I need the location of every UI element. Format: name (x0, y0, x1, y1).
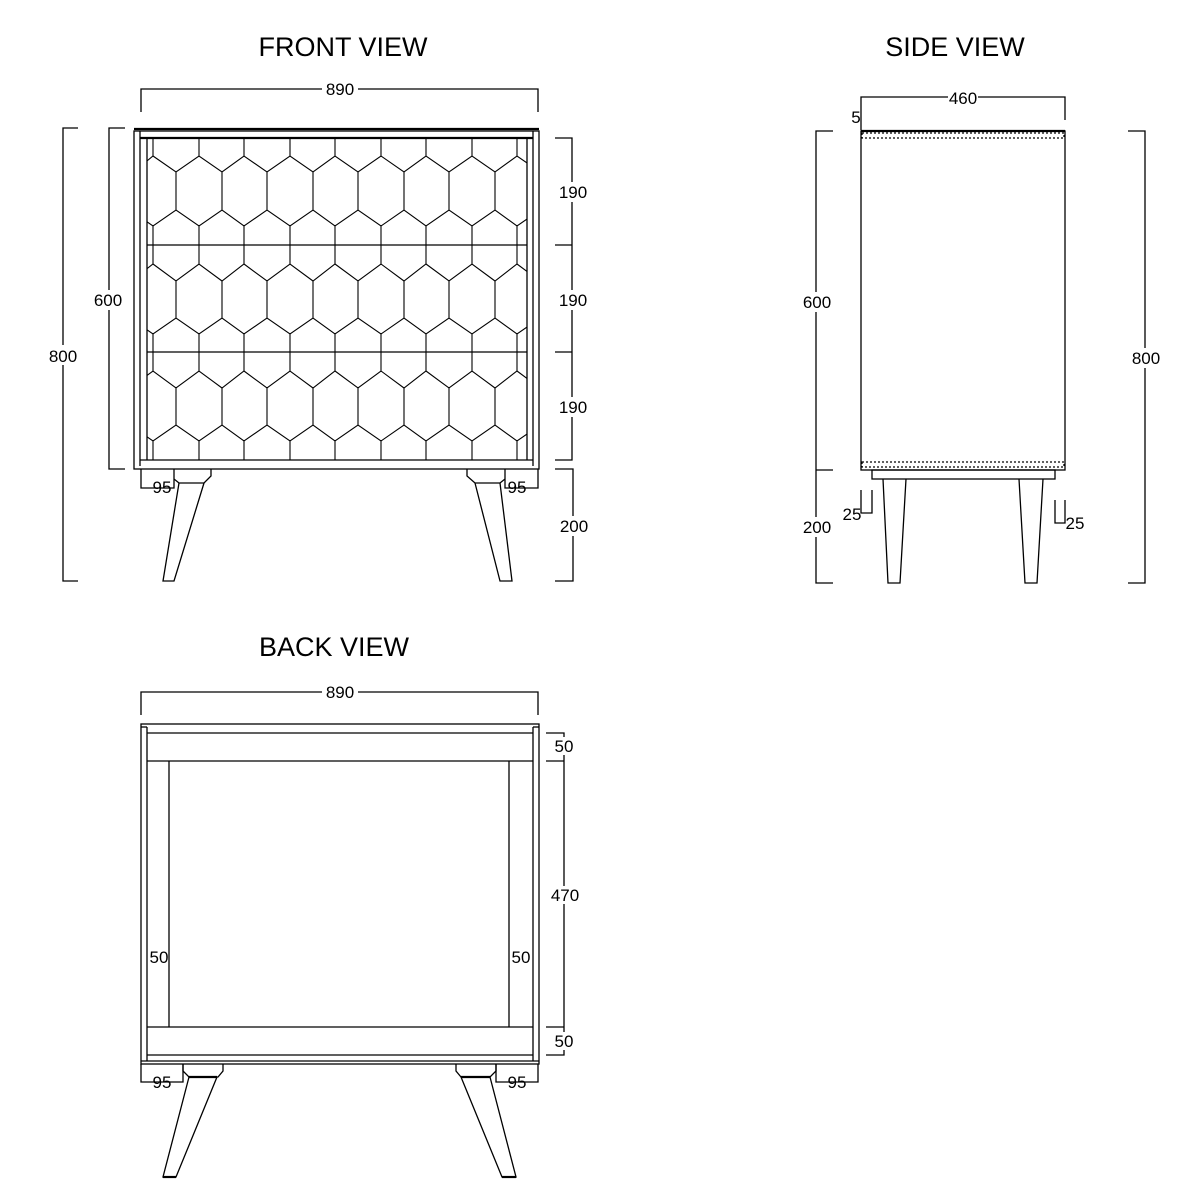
side-body-height-label: 600 (803, 293, 831, 312)
back-stile-dimensions: 50 50 (150, 948, 531, 967)
front-drawer-1-height: 190 (559, 183, 587, 202)
side-legs: 25 25 (843, 478, 1085, 584)
side-total-height-label: 800 (1132, 349, 1160, 368)
side-cabinet-body (860, 129, 1066, 480)
side-view: SIDE VIEW 460 5 25 25 600 (803, 32, 1160, 584)
front-view-title: FRONT VIEW (258, 32, 428, 62)
back-top-rail-label: 50 (555, 737, 574, 756)
side-view-title: SIDE VIEW (885, 32, 1025, 62)
back-legs: 95 95 (140, 1064, 539, 1179)
side-depth-label: 460 (949, 89, 977, 108)
back-view: BACK VIEW 890 50 50 (140, 632, 580, 1179)
side-leg-inset-right: 25 (1066, 514, 1085, 533)
back-width-dimension: 890 (140, 683, 539, 715)
back-leg-offset-left: 95 (153, 1073, 172, 1092)
front-drawer-3-height: 190 (559, 398, 587, 417)
back-rail-dimensions: 50 470 50 (546, 732, 580, 1056)
front-view: FRONT VIEW 890 (49, 32, 588, 582)
front-honeycomb-pattern (147, 138, 527, 460)
back-width-label: 890 (326, 683, 354, 702)
front-drawer-dimensions: 190 190 190 200 (555, 137, 588, 582)
side-top-thickness-label: 5 (851, 108, 860, 127)
back-leg-offset-right: 95 (508, 1073, 527, 1092)
front-leg-offset-left: 95 (153, 478, 172, 497)
side-height-dimensions: 600 200 800 (803, 130, 1160, 584)
front-width-dimension: 890 (140, 80, 539, 112)
front-width-label: 890 (326, 80, 354, 99)
front-cabinet-body (133, 127, 540, 470)
front-drawer-2-height: 190 (559, 291, 587, 310)
back-left-stile-label: 50 (150, 948, 169, 967)
side-leg-inset-left: 25 (843, 505, 862, 524)
front-leg-height-label: 200 (560, 517, 588, 536)
back-panel-height-label: 470 (551, 886, 579, 905)
back-bottom-rail-label: 50 (555, 1032, 574, 1051)
front-legs: 95 95 (140, 469, 539, 582)
back-cabinet-frame (140, 723, 540, 1065)
front-height-dimensions: 800 600 (49, 127, 125, 582)
side-depth-dimension: 460 5 (851, 88, 1066, 130)
back-right-stile-label: 50 (512, 948, 531, 967)
front-body-height-label: 600 (94, 291, 122, 310)
side-leg-height-label: 200 (803, 518, 831, 537)
back-view-title: BACK VIEW (259, 632, 410, 662)
front-total-height-label: 800 (49, 347, 77, 366)
front-leg-offset-right: 95 (508, 478, 527, 497)
